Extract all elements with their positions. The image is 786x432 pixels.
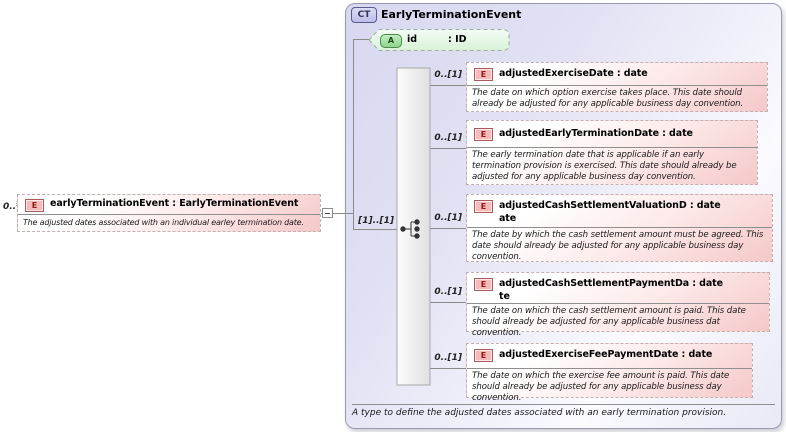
connector-lines	[320, 39, 466, 369]
sequence-multiplicity: [1]..[1]	[358, 216, 394, 226]
element-annotation: The early termination date that is appli…	[472, 150, 737, 182]
root-element-annotation: The adjusted dates associated with an in…	[23, 218, 304, 227]
element-annotation: The date on which option exercise takes …	[472, 88, 744, 109]
element-box-adjustedExerciseFeePaymentDate[interactable]: E adjustedExerciseFeePaymentDate : date …	[466, 343, 753, 403]
sequence-bar	[396, 67, 431, 386]
attribute-type: : ID	[448, 34, 467, 45]
element-box-adjustedExerciseDate[interactable]: E adjustedExerciseDate : date The date o…	[466, 62, 768, 112]
complex-type-annotation: A type to define the adjusted dates asso…	[352, 408, 727, 418]
element-box-adjustedCashSettlementValuationDate[interactable]: E adjustedCashSettlementValuationD : dat…	[466, 194, 773, 262]
child-multiplicity: 0..[1]	[434, 287, 462, 297]
element-icon: E	[25, 199, 44, 212]
element-icon: E	[474, 349, 493, 362]
element-title: adjustedExerciseDate : date	[499, 68, 648, 79]
child-multiplicity: 0..[1]	[434, 133, 462, 143]
element-box-adjustedCashSettlementPaymentDate[interactable]: E adjustedCashSettlementPaymentDa : date…	[466, 272, 770, 338]
child-multiplicity: 0..[1]	[434, 70, 462, 80]
sequence-icon[interactable]	[400, 219, 420, 239]
element-icon: E	[474, 128, 493, 141]
root-element-title: earlyTerminationEvent : EarlyTermination…	[50, 198, 299, 209]
element-annotation: The date on which the exercise fee amoun…	[472, 371, 730, 403]
child-multiplicity: 0..[1]	[434, 353, 462, 363]
element-title: adjustedEarlyTerminationDate : date	[499, 128, 693, 139]
element-icon: E	[474, 278, 493, 291]
element-annotation: The date on which the cash settlement am…	[472, 306, 746, 338]
element-title: adjustedExerciseFeePaymentDate : date	[499, 349, 713, 360]
complex-type-icon: CT	[351, 7, 377, 23]
complex-type-title: EarlyTerminationEvent	[381, 8, 522, 21]
footer-divider	[352, 404, 775, 405]
attribute-name: id	[407, 34, 418, 45]
minus-icon	[325, 212, 330, 214]
attribute-icon: A	[380, 34, 402, 48]
element-annotation: The date by which the cash settlement am…	[472, 230, 764, 262]
root-element-box[interactable]: E earlyTerminationEvent : EarlyTerminati…	[17, 194, 321, 232]
root-multiplicity: 0..*	[3, 202, 21, 212]
attribute-box[interactable]	[368, 29, 510, 51]
element-icon: E	[474, 68, 493, 81]
element-box-adjustedEarlyTerminationDate[interactable]: E adjustedEarlyTerminationDate : date Th…	[466, 120, 758, 185]
child-multiplicity: 0..[1]	[434, 213, 462, 223]
collapse-toggle[interactable]	[322, 208, 333, 218]
element-icon: E	[474, 200, 493, 213]
